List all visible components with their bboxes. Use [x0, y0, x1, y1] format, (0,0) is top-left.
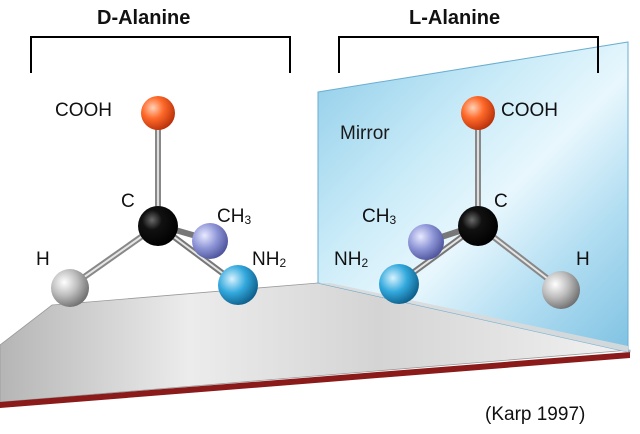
carbon-atom	[138, 206, 178, 246]
d-amino-label: NH2	[252, 249, 287, 270]
right-title-bracket	[338, 36, 599, 73]
mirror-label: Mirror	[340, 123, 390, 144]
left-title-bracket	[30, 36, 291, 73]
l-alanine-title: L-Alanine	[409, 7, 501, 29]
carbon-atom	[458, 206, 498, 246]
d-methyl-label: CH3	[217, 206, 252, 227]
d-alanine-title: D-Alanine	[97, 7, 191, 29]
l-carbon-label: C	[494, 191, 508, 212]
d-alanine-molecule	[51, 96, 258, 307]
oxygen-atom	[141, 96, 175, 130]
hydrogen-atom	[542, 271, 580, 309]
oxygen-atom	[461, 96, 495, 130]
l-hydrogen-label: H	[576, 249, 590, 270]
floor-edge	[0, 352, 630, 408]
l-carboxyl-label: COOH	[501, 100, 558, 121]
methyl-atom	[192, 223, 228, 259]
hydrogen-atom	[51, 269, 89, 307]
l-methyl-label: CH3	[362, 206, 397, 227]
citation: (Karp 1997)	[485, 404, 586, 425]
d-carbon-label: C	[121, 191, 135, 212]
l-alanine-molecule	[379, 96, 580, 309]
methyl-atom	[408, 224, 444, 260]
amino-atom	[379, 264, 419, 304]
d-hydrogen-label: H	[36, 249, 50, 270]
d-carboxyl-label: COOH	[55, 100, 112, 121]
amino-atom	[218, 265, 258, 305]
l-amino-label: NH2	[334, 249, 369, 270]
